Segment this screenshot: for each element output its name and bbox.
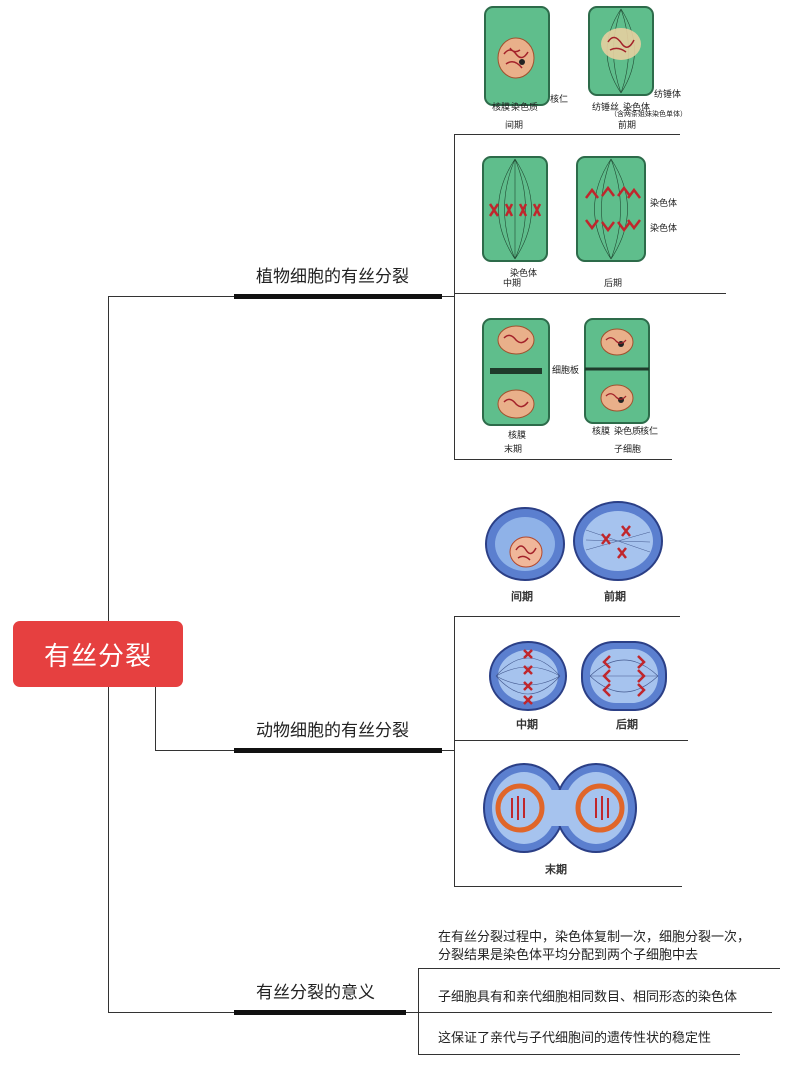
plant-metaphase-image <box>482 156 548 262</box>
branch-plant-bar <box>234 294 442 299</box>
plant-metaphase-caption: 中期 <box>503 279 522 289</box>
animal-interphase-image <box>485 507 565 581</box>
significance-note-3[interactable]: 这保证了亲代与子代细胞间的遗传性状的稳定性 <box>438 1031 712 1046</box>
plant-daughter-caption: 子细胞 <box>614 445 642 455</box>
branch-animal-label[interactable]: 动物细胞的有丝分裂 <box>256 721 409 741</box>
animal-anaphase-image <box>581 641 667 711</box>
plant-r3-nucleolus-label: 核仁 <box>640 427 659 437</box>
animal-fork <box>442 750 454 751</box>
animal-sub-bottom <box>454 886 682 887</box>
animal-anaphase-caption: 后期 <box>616 718 638 731</box>
plant-anaphase-caption: 后期 <box>604 279 623 289</box>
plant-prophase-image <box>588 6 654 96</box>
plant-telophase-caption: 末期 <box>504 445 523 455</box>
plant-daughter-cells-image <box>584 318 650 424</box>
connector-significance <box>108 1012 234 1013</box>
plant-prophase-caption: 前期 <box>618 121 637 131</box>
animal-sub-v <box>454 616 455 886</box>
significance-note-2[interactable]: 子细胞具有和亲代细胞相同数目、相同形态的染色体 <box>438 990 738 1005</box>
animal-metaphase-caption: 中期 <box>516 718 538 731</box>
plant-r2-chromosome-label-b2: 染色体 <box>650 224 678 234</box>
significance-note-1[interactable]: 在有丝分裂过程中，染色体复制一次，细胞分裂一次，分裂结果是染色体平均分配到两个子… <box>438 930 751 963</box>
plant-r1-chromosome-note: （含两条姐妹染色单体） <box>610 110 687 118</box>
connector-plant <box>108 296 234 297</box>
plant-sub-top <box>454 134 680 135</box>
sig-sub-v <box>418 968 419 1054</box>
sig-sub-3 <box>418 1054 740 1055</box>
plant-interphase-caption: 间期 <box>505 121 524 131</box>
connector-animal-v <box>155 687 156 750</box>
plant-telophase-image <box>482 318 550 426</box>
plant-r1-nucleolus-label: 核仁 <box>550 95 569 105</box>
animal-sub-mid <box>454 740 688 741</box>
plant-anaphase-image <box>576 156 646 262</box>
plant-r1-chromatin-label: 染色质 <box>511 103 539 113</box>
animal-prophase-image <box>573 501 663 581</box>
plant-r1-spindle-label: 纺锤体 <box>654 90 682 100</box>
animal-metaphase-image <box>489 641 567 711</box>
plant-r1-spindle-fiber-label: 纺锤丝 <box>592 103 620 113</box>
plant-r2-chromosome-label-a: 染色体 <box>510 269 538 279</box>
branch-significance-bar <box>234 1010 406 1015</box>
branch-plant-label[interactable]: 植物细胞的有丝分裂 <box>256 267 409 287</box>
plant-r1-chromosome-label: 染色体 <box>623 103 651 113</box>
sig-fork <box>406 1012 418 1013</box>
plant-r3-nuclear-membrane-b: 核膜 <box>592 427 611 437</box>
plant-sub-bottom <box>454 459 672 460</box>
plant-r3-cell-plate-label: 细胞板 <box>552 366 580 376</box>
animal-sub-top <box>454 616 680 617</box>
animal-interphase-caption: 间期 <box>511 590 533 603</box>
plant-interphase-image <box>484 6 550 106</box>
sig-sub-1 <box>418 968 780 969</box>
branch-significance-label[interactable]: 有丝分裂的意义 <box>256 983 375 1003</box>
plant-fork <box>442 296 454 297</box>
plant-r2-chromosome-label-b1: 染色体 <box>650 199 678 209</box>
plant-r3-chromatin-label: 染色质 <box>614 427 642 437</box>
animal-prophase-caption: 前期 <box>604 590 626 603</box>
animal-telophase-image <box>483 763 637 853</box>
plant-r3-nuclear-membrane-a: 核膜 <box>508 431 527 441</box>
plant-sub-mid <box>454 293 726 294</box>
sig-sub-2 <box>418 1012 772 1013</box>
branch-animal-bar <box>234 748 442 753</box>
animal-telophase-caption: 末期 <box>545 863 567 876</box>
plant-sub-v <box>454 134 455 459</box>
connector-animal <box>155 750 234 751</box>
root-topic[interactable]: 有丝分裂 <box>13 621 183 687</box>
plant-r1-nuclear-membrane-label: 核膜 <box>492 103 511 113</box>
